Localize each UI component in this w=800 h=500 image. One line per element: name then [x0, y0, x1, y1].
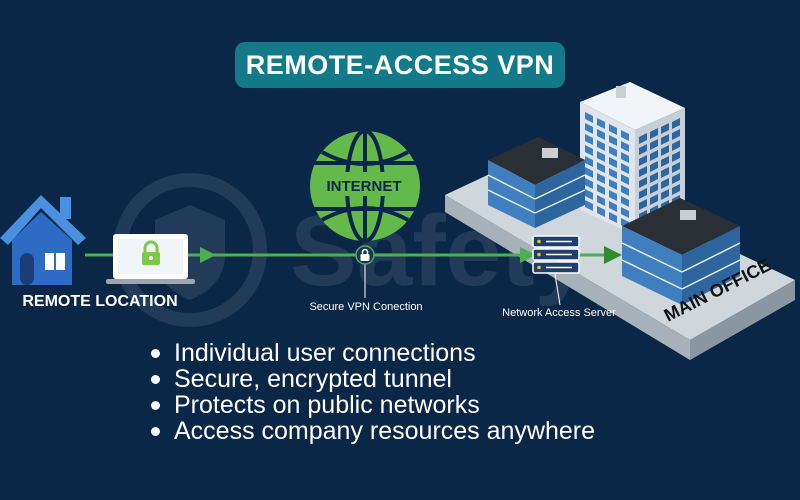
server-rack-icon — [532, 235, 580, 306]
arrow-icon-1 — [200, 247, 216, 263]
remote-location-label: REMOTE LOCATION — [22, 293, 177, 310]
laptop-icon — [106, 234, 195, 284]
list-item: Individual user connections — [148, 340, 595, 366]
list-item-text: Access company resources anywhere — [174, 417, 596, 445]
list-item: Access company resources anywhere — [148, 418, 595, 444]
arrow-icon-2 — [520, 247, 536, 263]
bullet-icon — [151, 401, 160, 410]
bullet-icon — [151, 349, 160, 358]
secure-connection-label: Secure VPN Conection — [309, 301, 422, 313]
network-access-server-label: Network Access Server — [502, 307, 616, 319]
house-icon — [0, 195, 86, 285]
list-item-text: Protects on public networks — [174, 391, 480, 419]
bullet-icon — [151, 375, 160, 384]
feature-list: Individual user connections Secure, encr… — [148, 340, 595, 444]
list-item-text: Individual user connections — [174, 339, 476, 367]
list-item: Secure, encrypted tunnel — [148, 366, 595, 392]
padlock-icon — [355, 245, 375, 298]
internet-label-bg — [316, 172, 412, 196]
internet-label: INTERNET — [327, 178, 402, 195]
list-item: Protects on public networks — [148, 392, 595, 418]
arrow-icon-3 — [604, 246, 622, 264]
page-title: REMOTE-ACCESS VPN — [235, 42, 565, 88]
bullet-icon — [151, 427, 160, 436]
padlock-icon — [142, 240, 160, 265]
list-item-text: Secure, encrypted tunnel — [174, 365, 452, 393]
office-buildings-icon — [487, 82, 741, 305]
